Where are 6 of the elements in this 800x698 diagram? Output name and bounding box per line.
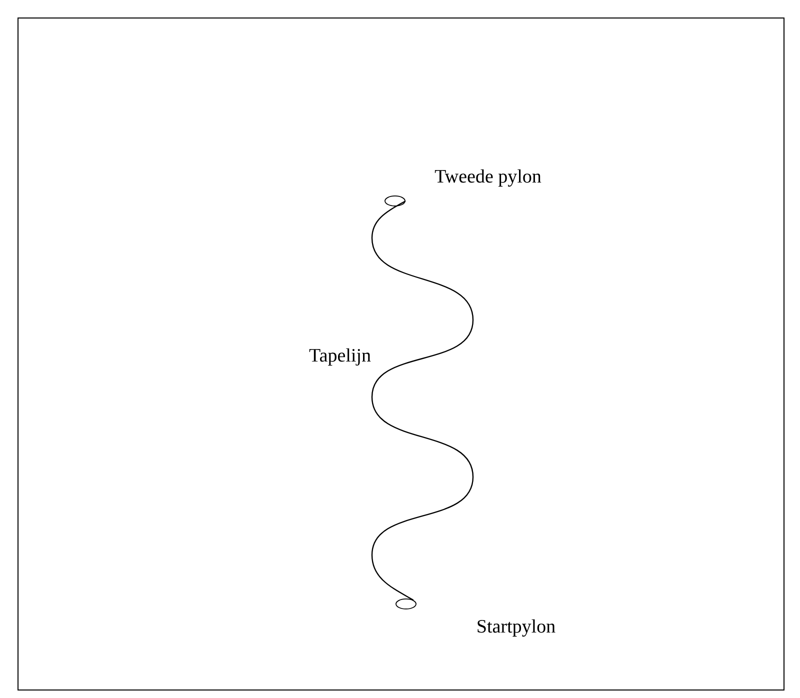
pylon-ellipse	[396, 598, 416, 610]
tape-line	[371, 200, 474, 601]
pylon-label: Tweede pylon	[434, 169, 542, 187]
pylon-ellipse	[384, 196, 406, 206]
pylon-label: Startpylon	[478, 619, 556, 637]
edge-label: Tapelijn	[309, 348, 371, 366]
